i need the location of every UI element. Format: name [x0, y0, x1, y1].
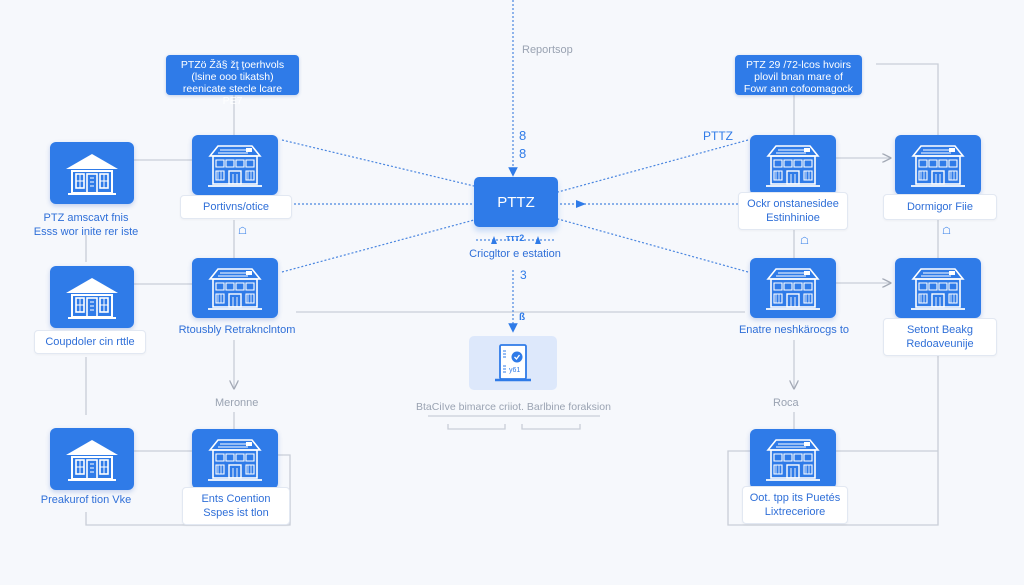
- right-column-node-1[interactable]: [895, 135, 981, 195]
- left-column-node-3[interactable]: [50, 428, 134, 490]
- node-label-line: Esss wor inite rer iste: [33, 226, 139, 238]
- report-bracket-right: [521, 424, 581, 430]
- right-inner-label-2: Enatre neshkärocgs to: [736, 320, 852, 340]
- house-icon: [66, 278, 118, 319]
- building-icon: [208, 145, 262, 187]
- building-icon: [208, 268, 262, 310]
- building-icon: [766, 268, 820, 310]
- house-icon: [66, 154, 118, 195]
- left-column-node-1[interactable]: [50, 142, 134, 204]
- callout-left-line: reenicate stecle lcare PE7: [182, 83, 283, 107]
- hub-under-mark: ттт2: [506, 233, 525, 243]
- building-icon: [208, 439, 262, 481]
- node-label-line: Rtousbly Retraknclntom: [178, 324, 296, 336]
- dotted-l3: [281, 219, 475, 273]
- hub-number-below: 3: [520, 268, 527, 282]
- edge-label-right-mid: Roca: [773, 397, 799, 409]
- connector-ri-bottom: [727, 355, 939, 526]
- node-label-line: Dormigor Fiie: [906, 201, 973, 213]
- building-icon: [766, 439, 820, 481]
- hub-number-top-2: 8: [519, 146, 527, 161]
- link-marker-right: ☖: [800, 236, 809, 247]
- right-inner-node-3[interactable]: [750, 429, 836, 489]
- hub-up-arrow-right: [535, 236, 541, 244]
- building-icon: [766, 145, 820, 187]
- node-label-line: Ents Coention: [201, 493, 271, 505]
- node-label-line: Coupdoler cin rttle: [45, 336, 135, 348]
- callout-right: PTZ 29 /72-lcos hvoirs plovil bnan mare …: [735, 55, 862, 95]
- connector-rc-top: [876, 63, 939, 135]
- dotted-l1: [281, 139, 475, 187]
- edge-label-right-top: PTTZ: [703, 129, 733, 143]
- right-inner-node-1[interactable]: [750, 135, 836, 195]
- callout-right-line: plovil bnan mare of: [754, 71, 843, 83]
- left-inner-label-2: Rtousbly Retraknclntom: [172, 320, 302, 340]
- edge-label-left-mid: Meronne: [215, 397, 259, 409]
- left-inner-label-1: Portivns/otice: [180, 195, 292, 219]
- callout-left-line: (lsine ooo tikatsh): [191, 71, 274, 83]
- left-inner-node-2[interactable]: [192, 258, 278, 318]
- hub-right-arrow: [576, 200, 586, 208]
- callout-left-line: PTZö Žǎ§ žţ ţoerhvols: [180, 59, 285, 71]
- node-label-line: Redoaveunije: [906, 338, 974, 350]
- node-label-line: Lixtreceriore: [764, 506, 826, 518]
- report-document-icon: y61: [495, 344, 531, 382]
- report-marker: ß: [519, 312, 526, 323]
- left-inner-node-1[interactable]: [192, 135, 278, 195]
- link-marker-left: ☖: [238, 226, 247, 237]
- hub-node[interactable]: PTTZ: [474, 177, 558, 227]
- left-column-label-2: Coupdoler cin rttle: [34, 330, 146, 354]
- node-label-line: Oot. tpp its Puetés: [749, 492, 841, 504]
- link-marker-far-right: ☖: [942, 226, 951, 237]
- node-label-line: Setont Beakg: [906, 324, 974, 336]
- connector-left-bottom: [85, 454, 291, 526]
- report-caption: BtaCiIve bimarce criiot. Barlbine foraks…: [416, 401, 611, 413]
- callout-left: PTZö Žǎ§ žţ ţoerhvols (lsine ooo tikatsh…: [166, 55, 299, 107]
- node-label-line: Ockr onstanesidee: [747, 198, 839, 210]
- report-bracket-left: [447, 424, 506, 430]
- node-label-line: PTZ amscavt fnis: [43, 212, 129, 224]
- report-badge-text: y61: [509, 367, 520, 374]
- report-card[interactable]: y61: [469, 336, 557, 390]
- right-column-label-1: Dormigor Fiie: [883, 194, 997, 220]
- left-column-label-3: Preakurof tion Vke: [26, 490, 146, 510]
- node-label-line: Preakurof tion Vke: [40, 494, 132, 506]
- left-column-node-2[interactable]: [50, 266, 134, 328]
- callout-right-line: Fowr ann cofoomagock: [743, 83, 854, 95]
- building-icon: [911, 268, 965, 310]
- dotted-r1: [557, 139, 749, 193]
- hub-number-top-1: 8: [519, 128, 527, 143]
- node-label-line: Enatre neshkärocgs to: [738, 324, 850, 336]
- hub-node-label: PTTZ: [497, 193, 535, 211]
- node-label-line: Estinhinioe: [766, 212, 820, 224]
- hub-up-arrow-left: [491, 236, 497, 244]
- node-label-line: Portivns/otice: [202, 201, 270, 213]
- node-label-line: Sspes ist tlon: [203, 507, 269, 519]
- right-column-node-2[interactable]: [895, 258, 981, 318]
- right-inner-node-2[interactable]: [750, 258, 836, 318]
- building-icon: [911, 145, 965, 187]
- hub-caption: Cricgltor e estation: [469, 248, 561, 260]
- house-icon: [66, 440, 118, 481]
- callout-right-line: PTZ 29 /72-lcos hvoirs: [745, 59, 852, 71]
- left-inner-node-3[interactable]: [192, 429, 278, 489]
- dotted-r3: [557, 218, 749, 273]
- hub-top-label: Reportsop: [522, 44, 573, 56]
